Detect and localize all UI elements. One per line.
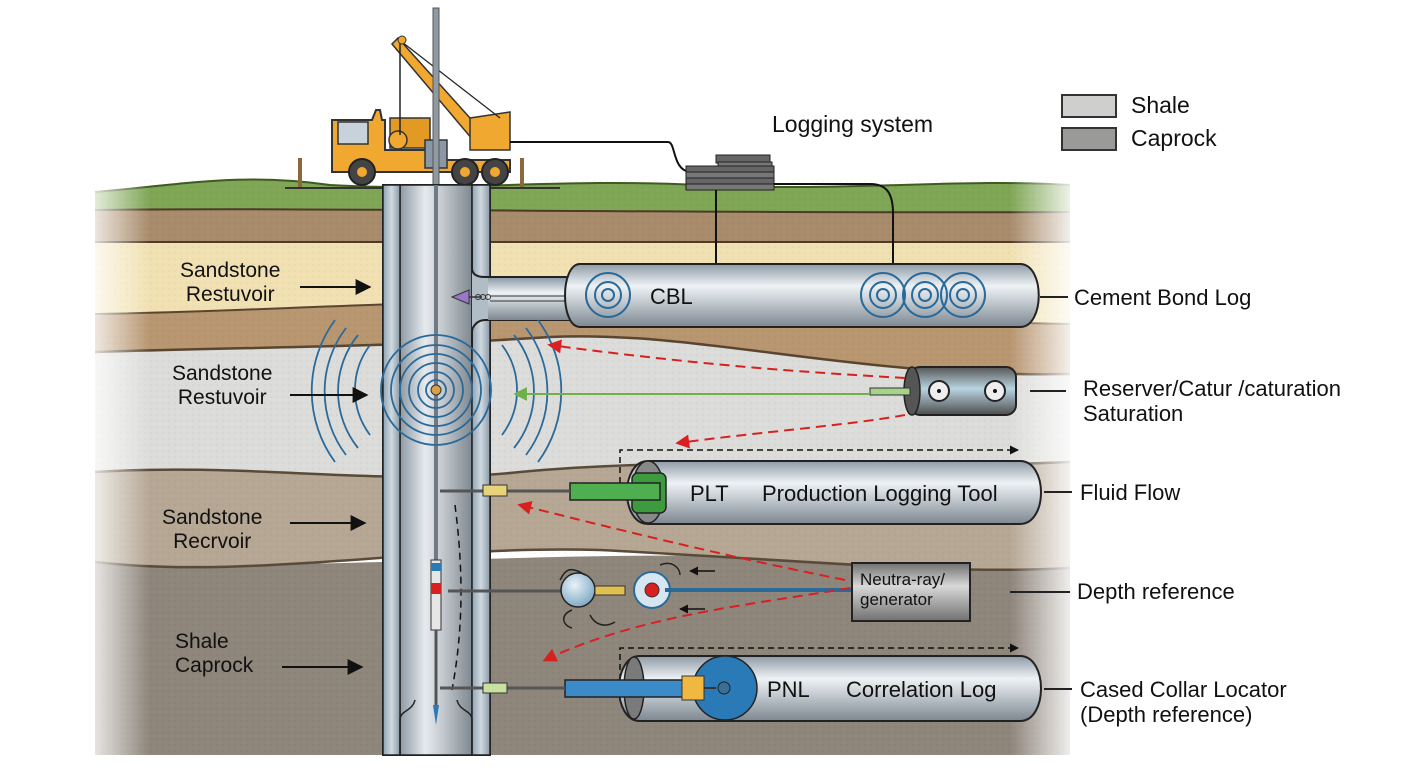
generator-label-line2: generator: [860, 589, 933, 609]
cbl-receiver-icon: [860, 272, 986, 318]
left-label-line1: Sandstone: [180, 259, 281, 282]
red-dashed-arrow-upper: [547, 339, 906, 379]
left-label-sandstone-2: Sandstone Restuvoir: [172, 362, 272, 410]
right-label-line1: Cased Collar Locator: [1080, 677, 1287, 702]
pnl-code-label: PNL: [767, 677, 810, 702]
red-dashed-arrow-middle: [675, 414, 906, 449]
pnl-tool: [440, 655, 1072, 722]
red-dashed-arrow-plt: [517, 500, 846, 581]
saturation-tool: [869, 366, 1066, 416]
red-dashed-arrow-lower: [542, 587, 851, 662]
truck-body: [331, 109, 511, 173]
derrick-mast: [432, 7, 440, 189]
right-label-line2: (Depth reference): [1080, 702, 1253, 728]
generator-label-line1: Neutra-ray/: [860, 570, 946, 589]
acoustic-waves-icon: [310, 319, 563, 463]
right-label-depth-reference: Depth reference: [1077, 579, 1235, 604]
right-label-cased-collar-locator: Cased Collar Locator (Depth reference): [1080, 677, 1287, 728]
cbl-tool: [564, 263, 1068, 328]
pnl-name-label: Correlation Log: [846, 677, 997, 702]
right-label-line1: Reserver/Catur /caturation: [1083, 376, 1341, 401]
legend-item-shale: Shale: [1061, 92, 1190, 119]
right-label-line2: Saturation: [1083, 401, 1184, 427]
left-label-line2: Caprock: [175, 654, 254, 678]
plt-tool: [440, 460, 1072, 525]
right-label-cement-bond-log: Cement Bond Log: [1074, 285, 1252, 310]
legend-label-caprock: Caprock: [1131, 125, 1217, 151]
left-label-sandstone-3: Sandstone Recrvoir: [162, 506, 262, 554]
neutron-generator-assembly: [448, 562, 971, 629]
left-label-line2: Restuvoir: [185, 283, 275, 307]
cbl-transmitter-icon: [585, 272, 631, 318]
left-label-line2: Restuvoir: [177, 386, 267, 410]
left-label-shale-caprock: Shale Caprock: [175, 630, 253, 678]
neutron-generator-box: [851, 562, 971, 622]
legend-label-shale: Shale: [1131, 92, 1190, 118]
left-label-line1: Shale: [175, 630, 229, 653]
left-label-sandstone-1: Sandstone Restuvoir: [180, 259, 280, 307]
left-label-arrows: [282, 279, 372, 675]
right-label-fluid-flow: Fluid Flow: [1080, 480, 1181, 505]
generator-label: Neutra-ray/ generator: [860, 570, 945, 609]
left-label-line1: Sandstone: [162, 506, 263, 529]
cbl-code-label: CBL: [650, 284, 693, 309]
ccl-tool-in-well: [430, 559, 442, 725]
left-label-line2: Recrvoir: [173, 530, 252, 554]
right-label-saturation: Reserver/Catur /caturation Saturation: [1083, 376, 1341, 427]
plt-code-label: PLT: [690, 481, 729, 506]
legend-swatch-shale: [1061, 93, 1117, 118]
plt-name-label: Production Logging Tool: [762, 481, 998, 506]
logging-truck: [285, 7, 560, 189]
logging-system-unit: [510, 141, 894, 296]
legend-swatch-caprock: [1061, 126, 1117, 151]
legend-item-caprock: Caprock: [1061, 125, 1217, 152]
left-label-line1: Sandstone: [172, 362, 273, 385]
page-title: Logging system: [772, 111, 934, 137]
